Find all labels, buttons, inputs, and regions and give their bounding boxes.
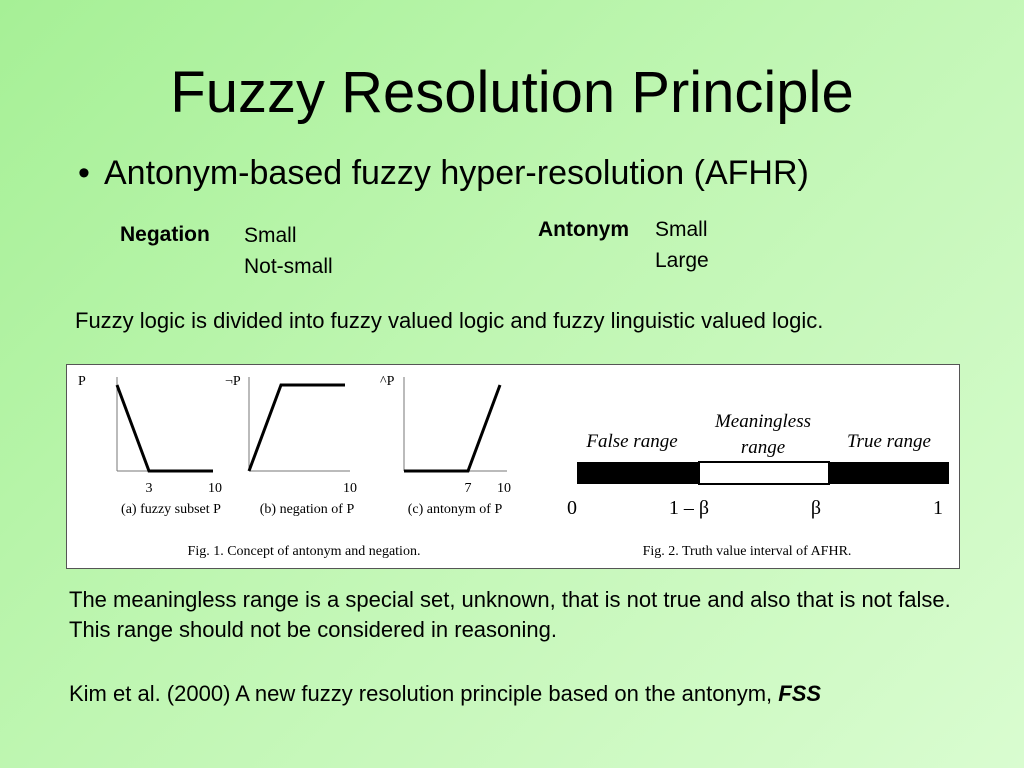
panel-a: P 3 10 (a) fuzzy subset P bbox=[78, 374, 222, 517]
citation-text: Kim et al. (2000) A new fuzzy resolution… bbox=[69, 681, 779, 706]
panel-b-y-label: ¬P bbox=[225, 374, 241, 389]
panel-a-caption: (a) fuzzy subset P bbox=[121, 502, 221, 517]
bullet-item: • Antonym-based fuzzy hyper-resolution (A… bbox=[78, 152, 809, 194]
panel-b-caption: (b) negation of P bbox=[260, 502, 355, 517]
fig1-caption: Fig. 1. Concept of antonym and negation. bbox=[188, 544, 421, 559]
panel-c-curve bbox=[404, 384, 502, 473]
panel-c-y-label: ^P bbox=[380, 374, 395, 389]
false-range-label: False range bbox=[585, 431, 677, 452]
panel-b: ¬P 10 (b) negation of P bbox=[225, 374, 357, 517]
panel-a-tick-1: 3 bbox=[146, 481, 153, 496]
negation-value-1: Small bbox=[244, 224, 297, 247]
figure-2: False range Meaningless range True range… bbox=[567, 411, 949, 559]
meaningless-range-bar bbox=[698, 461, 830, 485]
panel-c-tick-1: 7 bbox=[465, 481, 472, 496]
negation-value-2: Not-small bbox=[244, 255, 333, 278]
panel-c-caption: (c) antonym of P bbox=[408, 502, 503, 517]
fuzzy-logic-statement: Fuzzy logic is divided into fuzzy valued… bbox=[75, 308, 824, 333]
panel-c: ^P 7 10 (c) antonym of P bbox=[380, 374, 511, 517]
citation: Kim et al. (2000) A new fuzzy resolution… bbox=[69, 679, 821, 709]
fig2-tick-beta: β bbox=[811, 497, 821, 519]
fig2-tick-0: 0 bbox=[567, 497, 577, 519]
panel-b-tick-1: 10 bbox=[343, 481, 357, 496]
bullet-text: Antonym-based fuzzy hyper-resolution (AF… bbox=[104, 154, 809, 192]
fig2-tick-1-minus-beta: 1 – β bbox=[669, 497, 709, 519]
panel-a-tick-2: 10 bbox=[208, 481, 222, 496]
negation-label: Negation bbox=[120, 223, 210, 246]
antonym-label: Antonym bbox=[538, 218, 629, 241]
meaningless-range-label-1: Meaningless bbox=[714, 411, 811, 432]
antonym-value-1: Small bbox=[655, 218, 708, 241]
meaningless-range-description: The meaningless range is a special set, … bbox=[69, 587, 951, 642]
figure-image: P 3 10 (a) fuzzy subset P ¬P 10 (b) nega… bbox=[66, 364, 960, 569]
panel-c-tick-2: 10 bbox=[497, 481, 511, 496]
antonym-value-2: Large bbox=[655, 249, 709, 272]
panel-a-y-label: P bbox=[78, 374, 86, 389]
fig2-tick-1: 1 bbox=[933, 497, 943, 519]
true-range-bar bbox=[829, 462, 949, 484]
panel-b-curve bbox=[247, 383, 345, 472]
meaningless-range-label-2: range bbox=[741, 437, 785, 458]
citation-journal: FSS bbox=[778, 681, 822, 706]
bullet-dot-icon: • bbox=[78, 154, 90, 192]
true-range-label: True range bbox=[847, 431, 931, 452]
figure-svg: P 3 10 (a) fuzzy subset P ¬P 10 (b) nega… bbox=[78, 374, 949, 559]
false-range-bar bbox=[577, 462, 699, 484]
slide-title: Fuzzy Resolution Principle bbox=[170, 60, 854, 125]
panel-a-curve bbox=[115, 384, 213, 473]
fig2-caption: Fig. 2. Truth value interval of AFHR. bbox=[643, 544, 852, 559]
